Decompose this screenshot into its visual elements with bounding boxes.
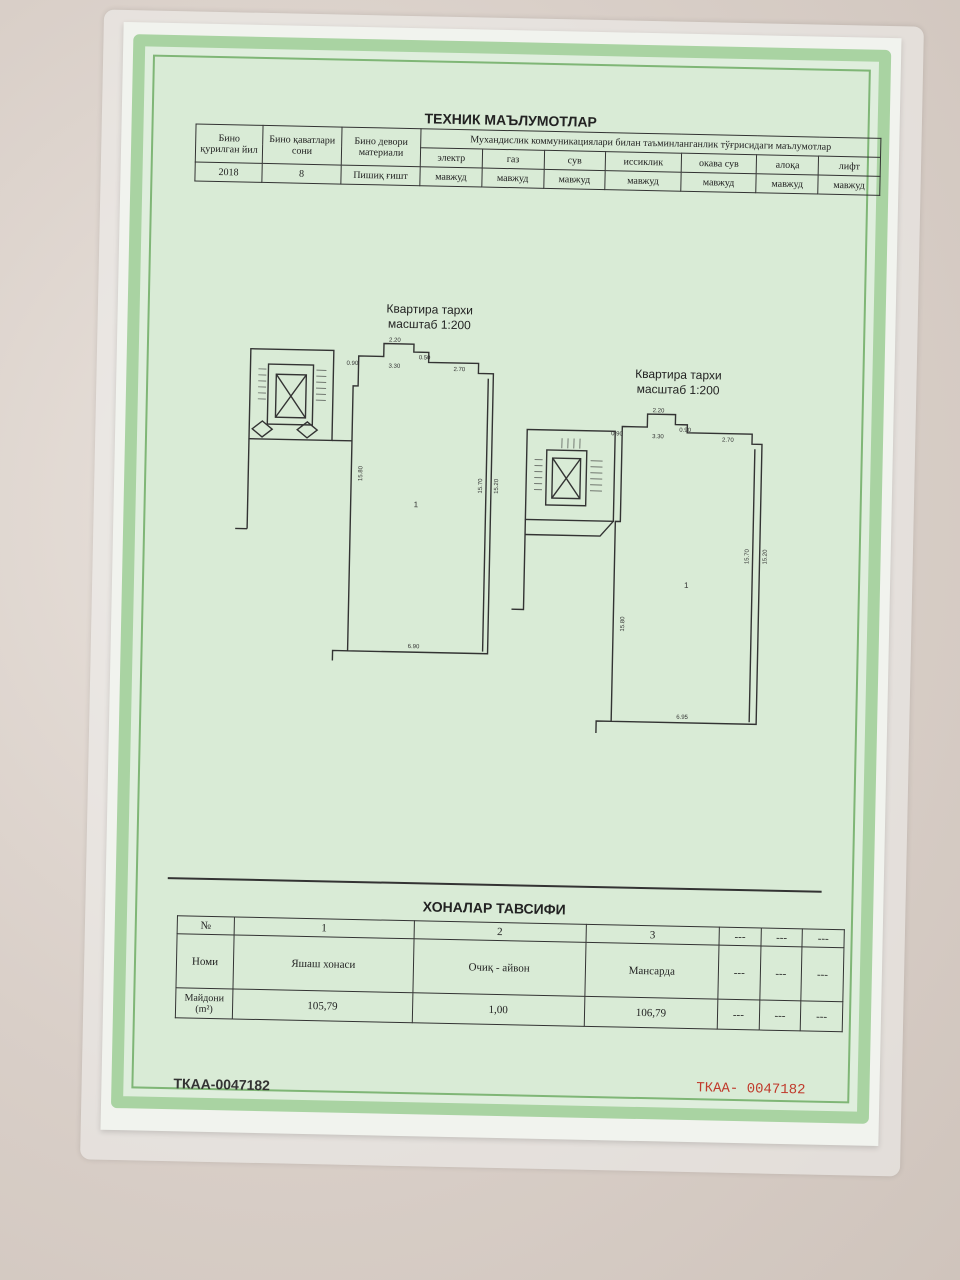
- serial-number-right: ТКАА- 0047182: [696, 1080, 806, 1099]
- dim-width: 6.95: [676, 715, 688, 721]
- room-name: ---: [717, 945, 761, 1001]
- plan-right-drawing: 2.20 0.90 0.90 3.30 2.70 6.95 15.80 15.7…: [511, 408, 769, 734]
- dim-width: 6.90: [408, 644, 420, 650]
- utility-value: мавжуд: [543, 169, 606, 190]
- utility-value: мавжуд: [817, 175, 881, 196]
- room-area: 1,00: [411, 992, 585, 1027]
- technical-passport-page: ТЕХНИК МАЪЛУМОТЛАР Бино қурилган йил Бин…: [100, 21, 902, 1147]
- dim-length-right: 15.70: [478, 478, 484, 494]
- dim-b: 0.90: [679, 428, 691, 434]
- document-body: ТЕХНИК МАЪЛУМОТЛАР Бино қурилган йил Бин…: [131, 54, 881, 1104]
- room-number: 1: [684, 581, 689, 590]
- dim-length-left: 15.80: [358, 465, 364, 481]
- guilloche-border: ТЕХНИК МАЪЛУМОТЛАР Бино қурилган йил Бин…: [110, 34, 892, 1124]
- dim-top: 2.20: [653, 408, 665, 414]
- dim-d: 2.70: [453, 367, 465, 373]
- room-area: ---: [800, 1000, 843, 1032]
- room-name: Яшаш хонаси: [232, 934, 414, 993]
- room-number: 1: [414, 500, 419, 509]
- dim-d: 2.70: [722, 438, 734, 444]
- year-value: 2018: [194, 162, 263, 183]
- dim-length-right: 15.70: [744, 548, 750, 564]
- area-label: Майдони (m²): [175, 987, 233, 1019]
- wall-material-value: Пишиқ ғишт: [340, 165, 421, 186]
- utility-value: мавжуд: [419, 166, 482, 188]
- dim-length-right2: 15.20: [762, 549, 768, 565]
- utility-name: сув: [543, 150, 606, 171]
- room-no: ---: [760, 928, 803, 947]
- year-header: Бино қурилган йил: [195, 124, 264, 164]
- utility-name: алоқа: [756, 154, 819, 176]
- plan-right-scale: масштаб 1:200: [636, 381, 720, 398]
- dim-a: 0.90: [611, 431, 623, 437]
- serial-number-left: ТКАА-0047182: [173, 1075, 271, 1094]
- utility-value: мавжуд: [680, 172, 757, 193]
- room-area: ---: [758, 1000, 802, 1031]
- room-area: 105,79: [232, 988, 413, 1023]
- plan-left-label: Квартира тархи масштаб 1:200: [359, 301, 500, 334]
- no-label: №: [177, 915, 235, 935]
- dim-length-left: 15.80: [620, 616, 626, 632]
- utility-name: газ: [481, 149, 545, 170]
- technical-info-table: Бино қурилган йил Бино қаватлари сони Би…: [194, 124, 881, 196]
- dim-b: 0.50: [419, 355, 431, 361]
- dim-c: 3.30: [652, 434, 664, 440]
- room-no: ---: [719, 927, 762, 947]
- room-name: Очиқ - айвон: [412, 938, 586, 997]
- utility-value: мавжуд: [605, 170, 681, 192]
- utility-value: мавжуд: [481, 168, 544, 189]
- room-area: ---: [717, 999, 760, 1030]
- utility-name: лифт: [818, 156, 881, 177]
- plan-right-label: Квартира тархи масштаб 1:200: [603, 366, 754, 399]
- wall-material-header: Бино девори материали: [341, 127, 422, 167]
- utility-name: окава сув: [680, 153, 757, 174]
- room-name: ---: [759, 946, 803, 1001]
- dim-a: 0.90: [347, 361, 359, 367]
- room-area: 106,79: [583, 996, 718, 1030]
- utility-name: электр: [420, 147, 483, 169]
- floors-value: 8: [261, 163, 342, 185]
- utility-name: иссиклик: [605, 151, 682, 173]
- room-name: ---: [801, 946, 844, 1002]
- dim-length-right2: 15.20: [494, 478, 500, 494]
- room-no: ---: [802, 928, 845, 948]
- plan-left-drawing: 2.20 0.90 0.50 3.30 2.70 6.90 15.80 15.7…: [235, 338, 500, 661]
- dim-top: 2.20: [389, 338, 401, 344]
- utility-value: мавжуд: [756, 173, 819, 195]
- room-name: Мансарда: [584, 942, 720, 1000]
- name-label: Номи: [175, 933, 235, 989]
- floors-header: Бино қаватлари сони: [262, 125, 343, 166]
- rooms-table: № 1 2 3 --- --- --- Номи Яшаш хонаси Очи…: [175, 915, 845, 1032]
- section-divider: [167, 877, 822, 893]
- dim-c: 3.30: [388, 364, 400, 370]
